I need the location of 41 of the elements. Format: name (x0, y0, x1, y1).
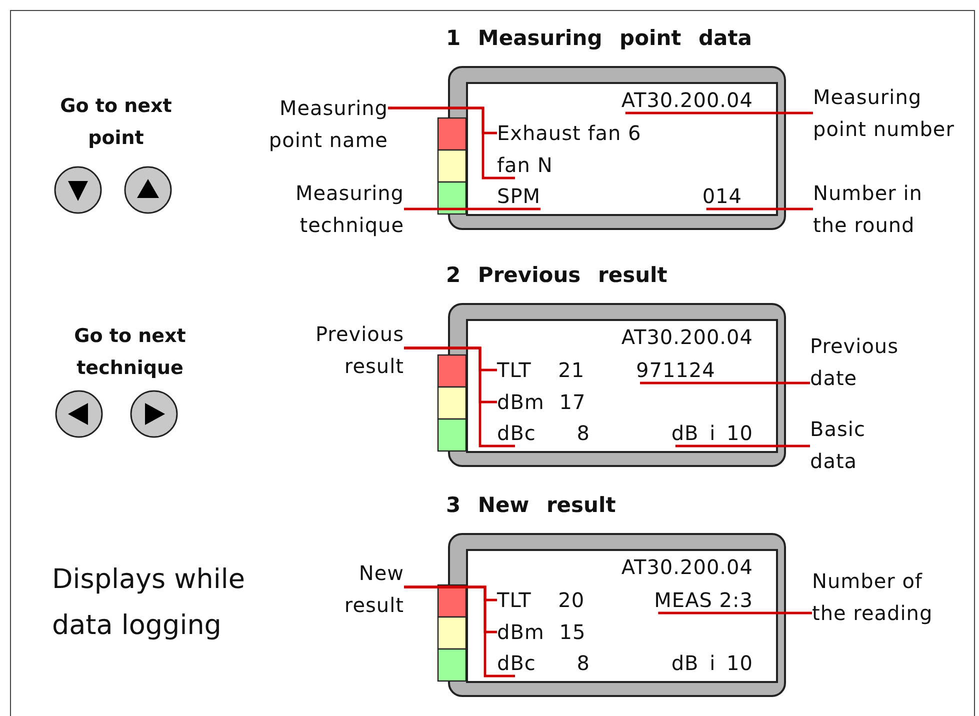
leader-line (404, 586, 515, 678)
display-text: TLT 20 (497, 587, 585, 613)
callout-text: Measuring point number (813, 81, 978, 145)
display-text: 971124 (636, 357, 716, 383)
display-text: dB i 10 (671, 420, 753, 446)
side-title: Displays while data logging (52, 563, 246, 643)
display-text: fan N (497, 152, 553, 178)
panel-heading: 3 New result (446, 492, 616, 519)
display-text: dBm 15 (497, 619, 586, 645)
button-caption: Go to next point (59, 94, 173, 151)
button-caption: Go to next technique (73, 324, 187, 381)
callout-text: Previous result (274, 318, 404, 382)
leader-line (404, 208, 541, 210)
display-text: 014 (702, 183, 742, 209)
leader-line (625, 112, 813, 114)
display-text: TLT 21 (497, 357, 585, 383)
display-text: AT30.200.04 (621, 554, 753, 580)
display-text: Exhaust fan 6 (497, 120, 642, 146)
display-text: AT30.200.04 (621, 87, 753, 113)
callout-text: Measuring point name (238, 92, 388, 156)
callout-text: Basic data (810, 413, 880, 477)
leader-line (404, 346, 515, 448)
leader-line (388, 106, 515, 180)
callout-text: Number of the reading (812, 565, 952, 629)
callout-text: Measuring technique (254, 177, 404, 241)
display-text: MEAS 2:3 (654, 587, 753, 613)
display-text: dBc 8 (497, 420, 590, 446)
callout-text: Previous date (810, 330, 940, 394)
leader-line (706, 208, 813, 210)
callout-text: Number in the round (813, 177, 963, 241)
display-text: dBc 8 (497, 650, 590, 676)
leader-line (658, 612, 812, 614)
display-text: SPM (497, 183, 541, 209)
callout-text: New result (324, 557, 404, 621)
leader-line (675, 444, 810, 448)
panel-heading: 2 Previous result (446, 262, 668, 289)
display-text: AT30.200.04 (621, 324, 753, 350)
display-text: dBm 17 (497, 389, 586, 415)
leader-line (640, 382, 810, 384)
panel-heading: 1 Measuring point data (446, 25, 752, 52)
display-text: dB i 10 (671, 650, 753, 676)
